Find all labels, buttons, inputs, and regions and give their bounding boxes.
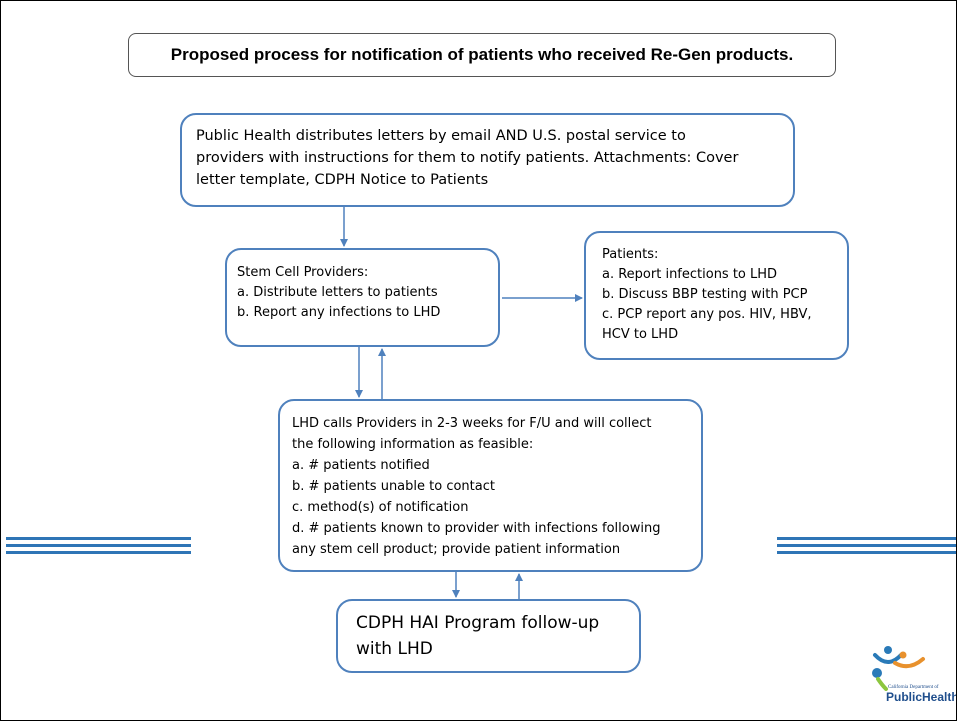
decorative-line bbox=[6, 551, 191, 554]
patients-box: Patients: a. Report infections to LHD b.… bbox=[584, 231, 849, 360]
patients-line: Patients: bbox=[602, 247, 659, 262]
providers-line: b. Report any infections to LHD bbox=[237, 305, 441, 320]
decorative-line bbox=[6, 544, 191, 547]
lhd-line: c. method(s) of notification bbox=[292, 500, 469, 515]
lhd-line: b. # patients unable to contact bbox=[292, 479, 495, 494]
logo-text-big: PublicHealth bbox=[886, 690, 957, 704]
decorative-line bbox=[777, 551, 956, 554]
providers-line: Stem Cell Providers: bbox=[237, 265, 369, 280]
title-box: Proposed process for notification of pat… bbox=[128, 33, 836, 77]
decorative-line bbox=[6, 537, 191, 540]
lhd-line: d. # patients known to provider with inf… bbox=[292, 521, 661, 536]
patients-line: HCV to LHD bbox=[602, 327, 679, 342]
public-health-line: Public Health distributes letters by ema… bbox=[196, 128, 686, 144]
logo-text-small: California Department of bbox=[888, 685, 939, 690]
providers-line: a. Distribute letters to patients bbox=[237, 285, 438, 300]
lhd-line: a. # patients notified bbox=[292, 458, 430, 473]
patients-line: b. Discuss BBP testing with PCP bbox=[602, 287, 808, 302]
decorative-line bbox=[777, 544, 956, 547]
cdph-line: with LHD bbox=[356, 639, 433, 659]
patients-line: c. PCP report any pos. HIV, HBV, bbox=[602, 307, 812, 322]
cdph-hai-box: CDPH HAI Program follow-up with LHD bbox=[336, 599, 641, 673]
cdph-logo-icon bbox=[872, 646, 925, 691]
decorative-line bbox=[777, 537, 956, 540]
public-health-line: providers with instructions for them to … bbox=[196, 150, 739, 166]
public-health-box: Public Health distributes letters by ema… bbox=[180, 113, 795, 207]
lhd-line: LHD calls Providers in 2-3 weeks for F/U… bbox=[292, 416, 652, 431]
lhd-follow-up-box: LHD calls Providers in 2-3 weeks for F/U… bbox=[278, 399, 703, 572]
slide-title: Proposed process for notification of pat… bbox=[170, 45, 794, 64]
lhd-line: the following information as feasible: bbox=[292, 437, 534, 452]
public-health-line: letter template, CDPH Notice to Patients bbox=[196, 172, 489, 188]
patients-line: a. Report infections to LHD bbox=[602, 267, 778, 282]
stem-cell-providers-box: Stem Cell Providers: a. Distribute lette… bbox=[225, 248, 500, 347]
lhd-line: any stem cell product; provide patient i… bbox=[292, 542, 621, 557]
cdph-line: CDPH HAI Program follow-up bbox=[356, 613, 600, 633]
cdph-logo: California Department of PublicHealth bbox=[861, 641, 957, 711]
